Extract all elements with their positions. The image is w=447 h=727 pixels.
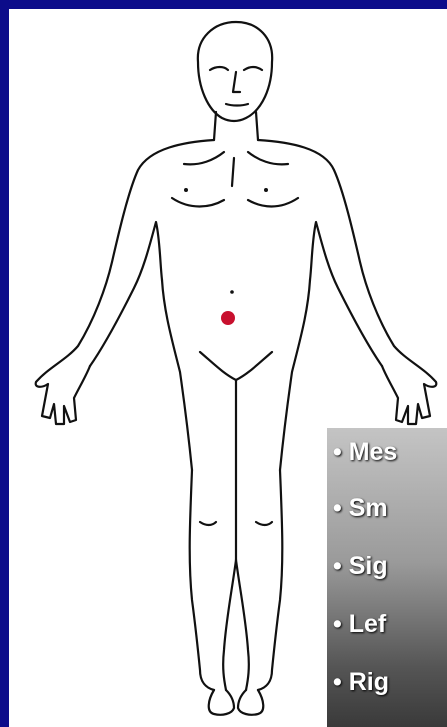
left-nipple [184, 188, 188, 192]
list-item: • Rig [333, 668, 389, 697]
left-leg-inner [223, 560, 236, 690]
left-leg-outer [190, 470, 214, 690]
right-leg-inner [236, 560, 249, 690]
right-eye [244, 67, 262, 70]
torso-right [280, 280, 310, 470]
mouth [226, 104, 248, 106]
right-nipple [264, 188, 268, 192]
list-item: • Lef [333, 610, 386, 639]
clavicle-right [248, 152, 288, 164]
right-arm-outer [258, 140, 436, 424]
callout-box: • Mes • Sm • Sig • Lef • Rig [327, 428, 447, 727]
left-arm-outer [36, 140, 214, 424]
left-arm-inner [90, 222, 162, 366]
pectoral-left [172, 198, 224, 207]
list-item: • Sm [333, 494, 388, 523]
left-eye [210, 67, 228, 70]
nose [233, 72, 240, 92]
groin-line [200, 352, 272, 380]
sternum-line [232, 158, 234, 186]
clavicle-left [184, 152, 224, 164]
list-item: • Mes [333, 438, 397, 467]
right-leg-outer [258, 470, 282, 690]
pain-location-marker [221, 311, 235, 325]
left-foot [209, 690, 234, 715]
right-arm-inner [310, 222, 382, 366]
navel [230, 290, 234, 294]
right-foot [238, 690, 263, 715]
list-item: • Sig [333, 552, 388, 581]
torso-left [162, 280, 192, 470]
right-knee [256, 522, 272, 525]
pectoral-right [248, 198, 298, 207]
left-knee [200, 522, 216, 525]
